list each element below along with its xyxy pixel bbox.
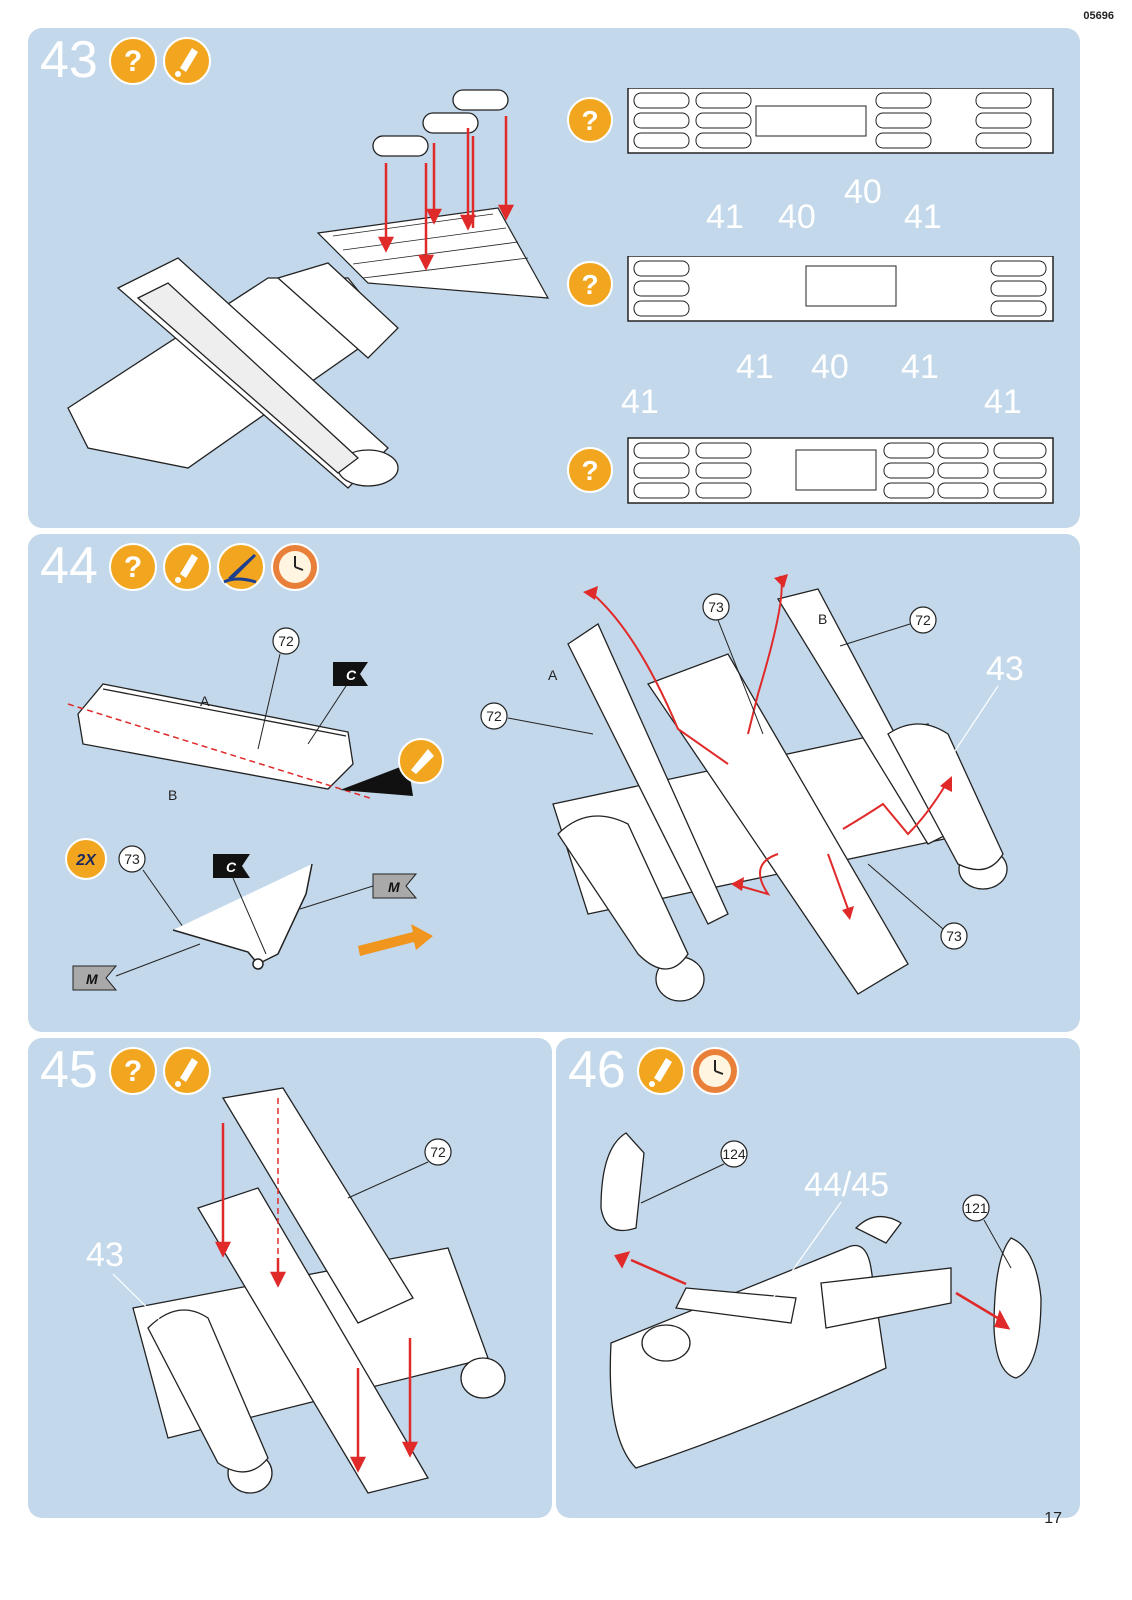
color-code: C <box>226 859 237 875</box>
step-46-drawing: 124 121 44/45 <box>600 1132 1042 1469</box>
svg-text:?: ? <box>124 1055 142 1088</box>
step-44-drawing: 72 A B C 2X 73 C M M <box>65 574 1024 1002</box>
part-number: 73 <box>946 928 962 944</box>
glue-icon <box>163 1047 211 1095</box>
part-number: 72 <box>278 633 294 649</box>
side-label: A <box>548 667 558 683</box>
svg-text:?: ? <box>124 45 142 78</box>
step-46-panel: 46 124 121 <box>556 1038 1080 1518</box>
side-label: B <box>168 787 177 803</box>
step-45-drawing: 72 43 <box>86 1087 506 1494</box>
step-43-drawing <box>67 89 550 489</box>
question-icon: ? <box>109 37 157 85</box>
part-ref: 43 <box>86 1236 124 1274</box>
bombs <box>372 89 509 157</box>
variant-label: 41 <box>901 348 939 386</box>
part-number: 72 <box>486 708 502 724</box>
step-number: 44 <box>40 537 98 595</box>
side-label: B <box>818 611 827 627</box>
variant-1: ? 41 40 40 41 <box>567 88 1054 236</box>
rudder-right <box>993 1237 1042 1379</box>
next-arrow <box>358 924 433 956</box>
rudder-left <box>600 1132 645 1232</box>
aircraft-underside <box>67 257 399 489</box>
part-number: 121 <box>964 1200 988 1216</box>
part-ref: 43 <box>986 650 1024 688</box>
variant-label: 41 <box>736 348 774 386</box>
variant-3: 41 41 40 41 41 ? <box>567 348 1054 504</box>
quantity-badge: 2X <box>75 852 97 869</box>
color-code: M <box>388 879 400 895</box>
step-number: 46 <box>568 1041 626 1099</box>
svg-text:?: ? <box>581 105 598 136</box>
part-number: 72 <box>915 612 931 628</box>
variant-label: 40 <box>778 198 816 236</box>
page-number: 17 <box>1044 1510 1062 1527</box>
variant-label: 40 <box>844 173 882 211</box>
svg-text:?: ? <box>124 551 142 584</box>
step-44-panel: 44 ? 72 A <box>28 534 1080 1032</box>
side-label: A <box>200 693 210 709</box>
step-43-panel: 43 ? <box>28 28 1080 528</box>
variant-2: ? <box>567 256 1054 322</box>
part-number: 72 <box>430 1144 446 1160</box>
strut-part <box>172 863 313 970</box>
red-arrows <box>377 116 515 271</box>
red-arrows <box>614 1251 1011 1330</box>
variant-label: 41 <box>621 383 659 421</box>
paint-brush-icon <box>217 543 265 591</box>
part-number: 73 <box>124 851 140 867</box>
aircraft-underside <box>132 1087 506 1494</box>
clock-icon <box>271 543 319 591</box>
variant-label: 41 <box>706 198 744 236</box>
glue-icon <box>637 1047 685 1095</box>
bomb-bay-door <box>77 683 354 790</box>
variant-label: 41 <box>984 383 1022 421</box>
question-icon: ? <box>109 543 157 591</box>
part-number: 73 <box>708 599 724 615</box>
variant-label: 40 <box>811 348 849 386</box>
clock-icon <box>691 1047 739 1095</box>
step-45-panel: 45 ? 72 43 <box>28 1038 552 1518</box>
step-number: 45 <box>40 1041 98 1099</box>
step-number: 43 <box>40 31 98 89</box>
aircraft-underside <box>552 588 1008 1002</box>
color-code: M <box>86 971 98 987</box>
part-number: 124 <box>722 1146 746 1162</box>
red-arrows <box>214 1123 419 1473</box>
color-code: C <box>346 667 357 683</box>
glue-icon <box>163 37 211 85</box>
svg-text:?: ? <box>581 269 598 300</box>
question-icon: ? <box>109 1047 157 1095</box>
svg-text:?: ? <box>581 455 598 486</box>
glue-icon <box>163 543 211 591</box>
document-code: 05696 <box>1083 10 1114 22</box>
parts-sprue <box>316 207 550 299</box>
fuselage <box>609 1216 952 1469</box>
step-ref: 44/45 <box>804 1166 889 1204</box>
variant-label: 41 <box>904 198 942 236</box>
